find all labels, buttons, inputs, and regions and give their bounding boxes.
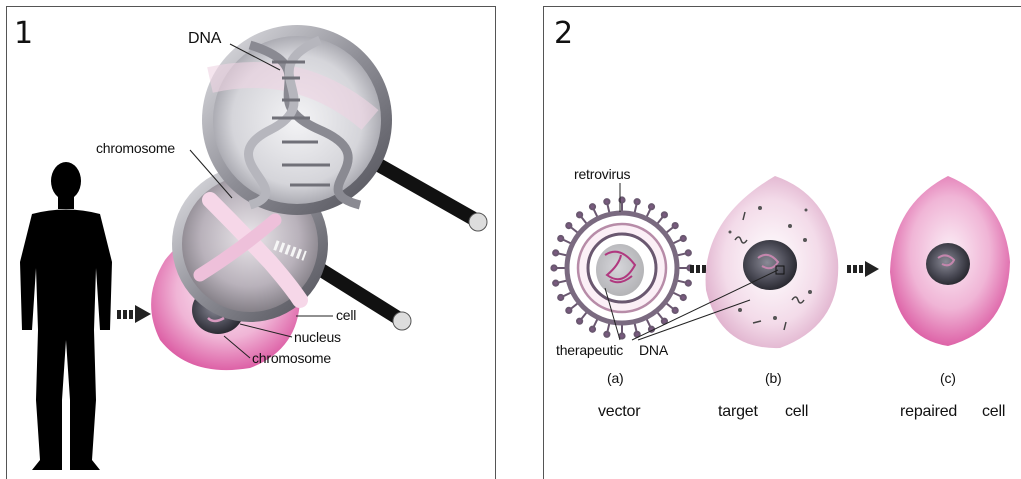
label-c: (c): [940, 370, 956, 386]
repaired-label: repaired: [900, 403, 957, 421]
dna-label: DNA: [188, 30, 221, 48]
virus-spike-knob: [577, 212, 582, 217]
target-label: target: [718, 403, 758, 421]
cell-label: cell: [336, 307, 356, 323]
virus-spike-knob: [553, 281, 558, 286]
virus-spike-knob: [558, 295, 563, 300]
virus-spike-knob: [662, 212, 667, 217]
virus-spike-knob: [604, 332, 609, 337]
virus-spike-knob: [577, 319, 582, 324]
retrovirus-shape: [551, 197, 692, 338]
virus-spike-knob: [681, 295, 686, 300]
chromosome-label-top: chromosome: [96, 140, 175, 156]
vector-label: vector: [598, 403, 640, 421]
arrow-right-icon: [847, 261, 879, 277]
virus-spike-knob: [566, 223, 571, 228]
arrow-right-icon: [117, 305, 151, 323]
virus-spike-knob: [662, 319, 667, 324]
target-cell-shape: [706, 176, 839, 348]
virus-spike-knob: [553, 250, 558, 255]
label-a: (a): [607, 370, 624, 386]
target-cell-label: cell: [785, 403, 808, 421]
virus-spike-knob: [619, 333, 624, 338]
retrovirus-label: retrovirus: [574, 166, 630, 182]
therapeutic-dna-label: DNA: [639, 342, 668, 358]
virus-spike-knob: [590, 327, 595, 332]
virus-spike-knob: [558, 236, 563, 241]
label-b: (b): [765, 370, 782, 386]
virus-spike-knob: [635, 199, 640, 204]
nucleus-label: nucleus: [294, 329, 341, 345]
virus-spike-knob: [551, 265, 556, 270]
chromosome-label-bottom: chromosome: [252, 350, 331, 366]
virus-spike-knob: [649, 204, 654, 209]
virus-spike-knob: [681, 236, 686, 241]
therapeutic-label: therapeutic: [556, 342, 623, 358]
human-silhouette-icon: [20, 162, 112, 470]
repaired-cell-label: cell: [982, 403, 1005, 421]
virus-spike-knob: [604, 199, 609, 204]
repaired-cell-shape: [890, 176, 1010, 346]
virus-spike-knob: [686, 250, 691, 255]
virus-spike-knob: [673, 308, 678, 313]
panel-number-1: 1: [14, 16, 33, 51]
panel-number-2: 2: [554, 16, 573, 51]
virus-spike-knob: [566, 308, 571, 313]
virus-spike-knob: [686, 281, 691, 286]
virus-spike-knob: [590, 204, 595, 209]
virus-spike-knob: [673, 223, 678, 228]
